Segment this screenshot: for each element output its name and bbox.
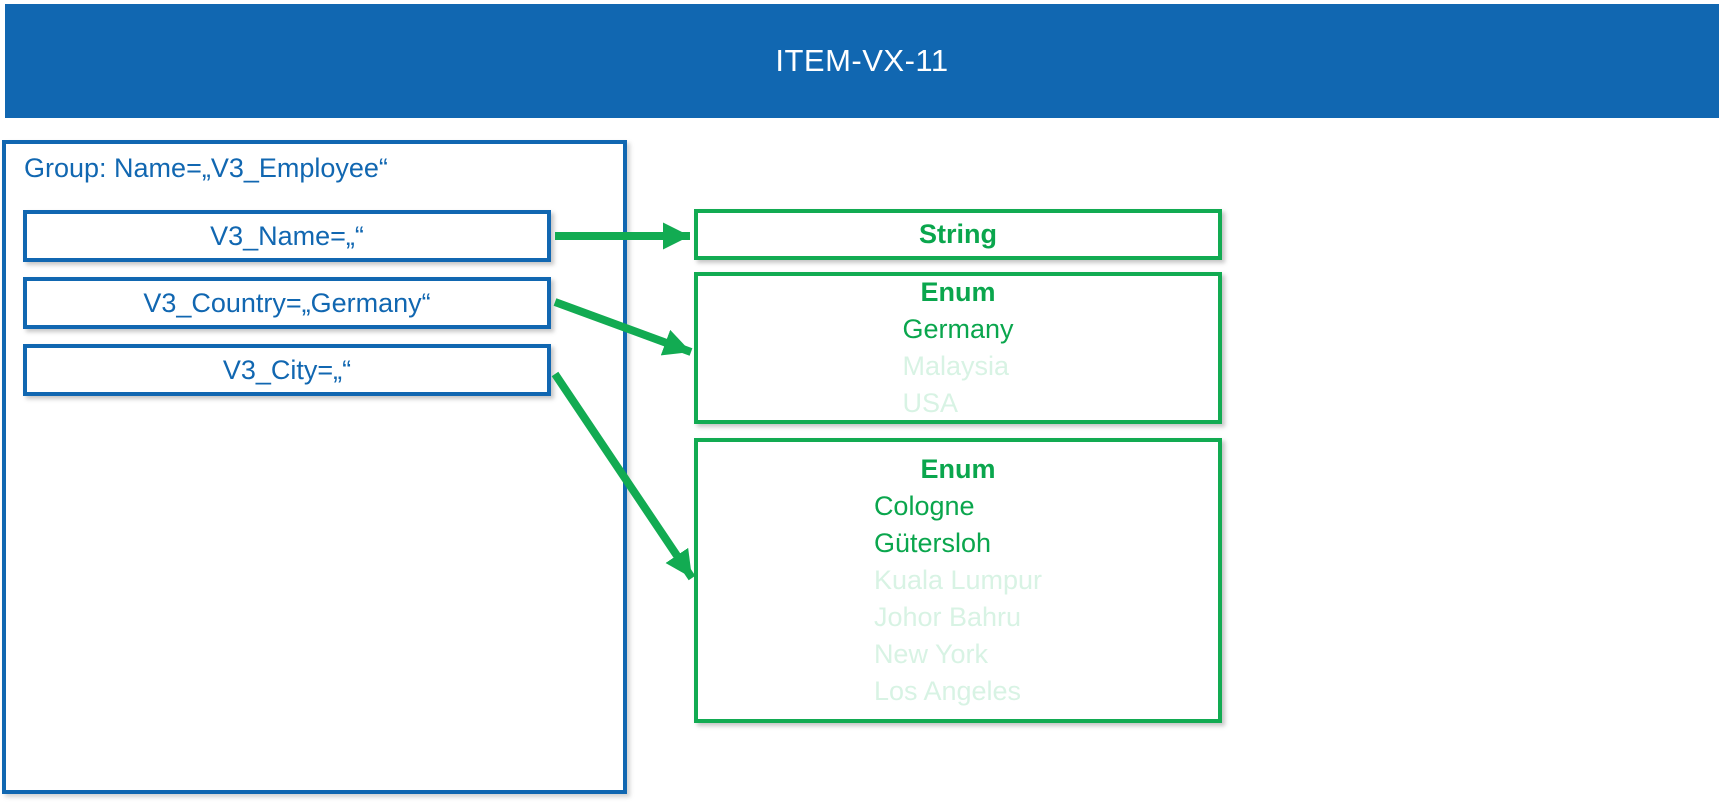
enum-item: New York [873, 639, 989, 669]
enum-item: Kuala Lumpur [873, 565, 1043, 595]
group-label: Group: Name=„V3_Employee“ [24, 153, 388, 183]
enum-item: Johor Bahru [873, 602, 1022, 632]
field-v3-country: V3_Country=„Germany“ [23, 277, 551, 329]
enum-item: Gütersloh [873, 528, 991, 558]
field-v3-country-label: V3_Country=„Germany“ [143, 287, 431, 318]
enum-item: Los Angeles [873, 676, 1022, 706]
type-title-string: String [919, 219, 997, 249]
type-title-country-enum: Enum [920, 277, 996, 307]
enum-item: Malaysia [902, 351, 1010, 381]
field-v3-name: V3_Name=„“ [23, 210, 551, 262]
enum-item: USA [902, 388, 958, 418]
title-bar: ITEM-VX-11 [5, 4, 1719, 118]
page-title: ITEM-VX-11 [775, 43, 949, 78]
enum-item: Germany [902, 314, 1014, 344]
field-v3-city: V3_City=„“ [23, 344, 551, 396]
enum-item: Cologne [873, 491, 975, 521]
type-title-city-enum: Enum [920, 454, 996, 484]
field-v3-city-label: V3_City=„“ [222, 354, 352, 385]
type-box-string: String [694, 209, 1222, 260]
field-v3-name-label: V3_Name=„“ [210, 220, 364, 251]
